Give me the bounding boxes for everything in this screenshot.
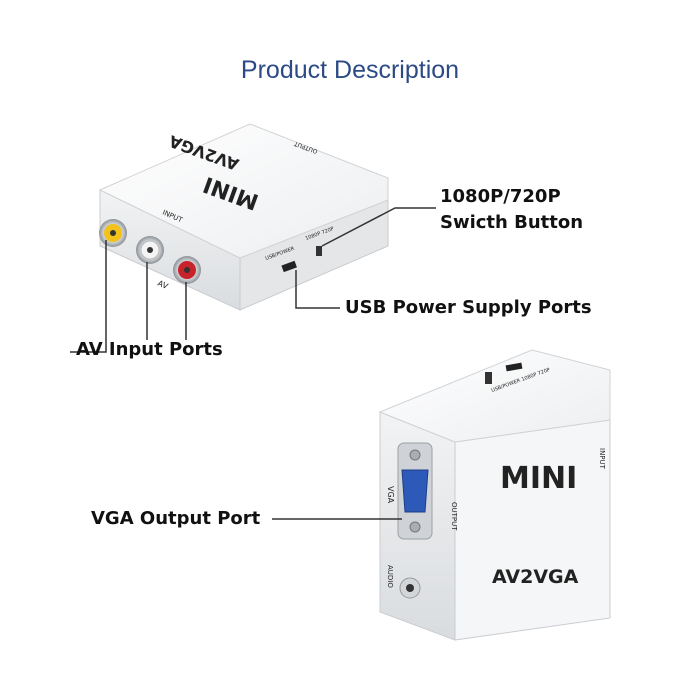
leader-usb — [295, 270, 340, 309]
callout-switch: 1080P/720P Swicth Button — [440, 184, 583, 236]
vga-port — [397, 442, 433, 540]
rca-jack-red — [173, 256, 201, 284]
device-bottom-output-label: OUTPUT — [450, 502, 458, 531]
callout-vga: VGA Output Port — [91, 508, 261, 529]
leader-av-yellow — [70, 240, 107, 353]
bottom-usb-port — [505, 362, 523, 372]
device-bottom-audio-label: AUDIO — [386, 565, 394, 588]
resolution-switch — [316, 246, 322, 256]
device-top-av-label: AV — [156, 279, 170, 292]
device-bottom-vga-label: VGA — [386, 486, 395, 504]
usb-port — [281, 260, 297, 273]
callout-switch-line1: 1080P/720P — [440, 186, 561, 207]
callout-usb: USB Power Supply Ports — [345, 297, 592, 318]
device-bottom-brand: MINI — [500, 461, 577, 496]
device-bottom: MINI AV2VGA VGA AUDIO OUTPUT INPUT USB/P… — [378, 349, 611, 641]
bottom-switch — [485, 372, 492, 384]
audio-jack — [399, 577, 421, 599]
callout-switch-line2: Swicth Button — [440, 212, 584, 233]
page-title: Product Description — [240, 56, 460, 84]
rca-jack-yellow — [99, 219, 127, 247]
callout-av: AV Input Ports — [76, 339, 223, 360]
rca-jack-white — [136, 236, 164, 264]
device-bottom-input-label: INPUT — [598, 448, 606, 470]
device-bottom-model: AV2VGA — [492, 566, 579, 588]
leader-switch — [321, 207, 436, 247]
leader-lines-top — [70, 207, 436, 353]
device-top: MINI AV2VGA OUTPUT INPUT AV USB/POWER 10… — [98, 123, 389, 311]
